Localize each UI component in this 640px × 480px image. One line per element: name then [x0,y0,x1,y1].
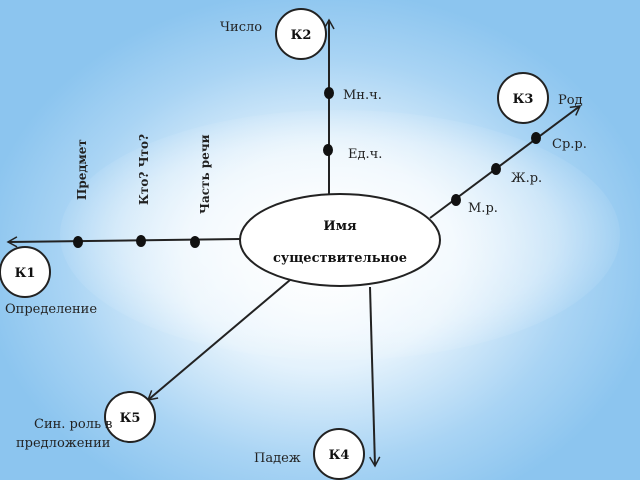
label-number: Число [220,20,262,35]
dot-singular [323,144,333,156]
node-k3: К3 [497,72,549,124]
dot-feminine [491,163,501,175]
node-k2: К2 [275,8,327,60]
node-k5: К5 [104,391,156,443]
branch-line-case [369,286,381,468]
label-case: Падеж [254,451,301,466]
dot-subject [73,236,83,248]
label-masculine: М.р. [468,201,498,216]
node-k1: К1 [0,246,51,298]
svg-text:К1: К1 [15,266,36,281]
label-gender: Род [558,93,583,108]
center-node [239,193,441,287]
dot-question [136,235,146,247]
label-role-line2: предложении [16,436,110,451]
dot-masculine [451,194,461,206]
branch-line-definition [6,236,241,248]
label-question: Кто? Что? [137,134,151,205]
label-part-of-speech: Часть речи [198,134,212,214]
label-neuter: Ср.р. [552,137,587,152]
dot-neuter [531,132,541,144]
label-singular: Ед.ч. [348,147,382,162]
svg-text:К2: К2 [291,28,312,43]
label-definition: Определение [5,302,97,317]
svg-text:К5: К5 [120,411,141,426]
center-line2: существительное [273,251,407,266]
dot-part-of-speech [190,236,200,248]
label-plural: Мн.ч. [343,88,382,103]
svg-text:К3: К3 [513,92,534,107]
label-feminine: Ж.р. [511,171,542,186]
branch-line-role [146,279,291,401]
center-line1: Имя [323,219,357,234]
dot-plural [324,87,334,99]
label-role-line1: Син. роль в [34,417,112,432]
svg-text:К4: К4 [329,448,350,463]
label-subject: Предмет [75,139,89,200]
node-k4: К4 [313,428,365,480]
